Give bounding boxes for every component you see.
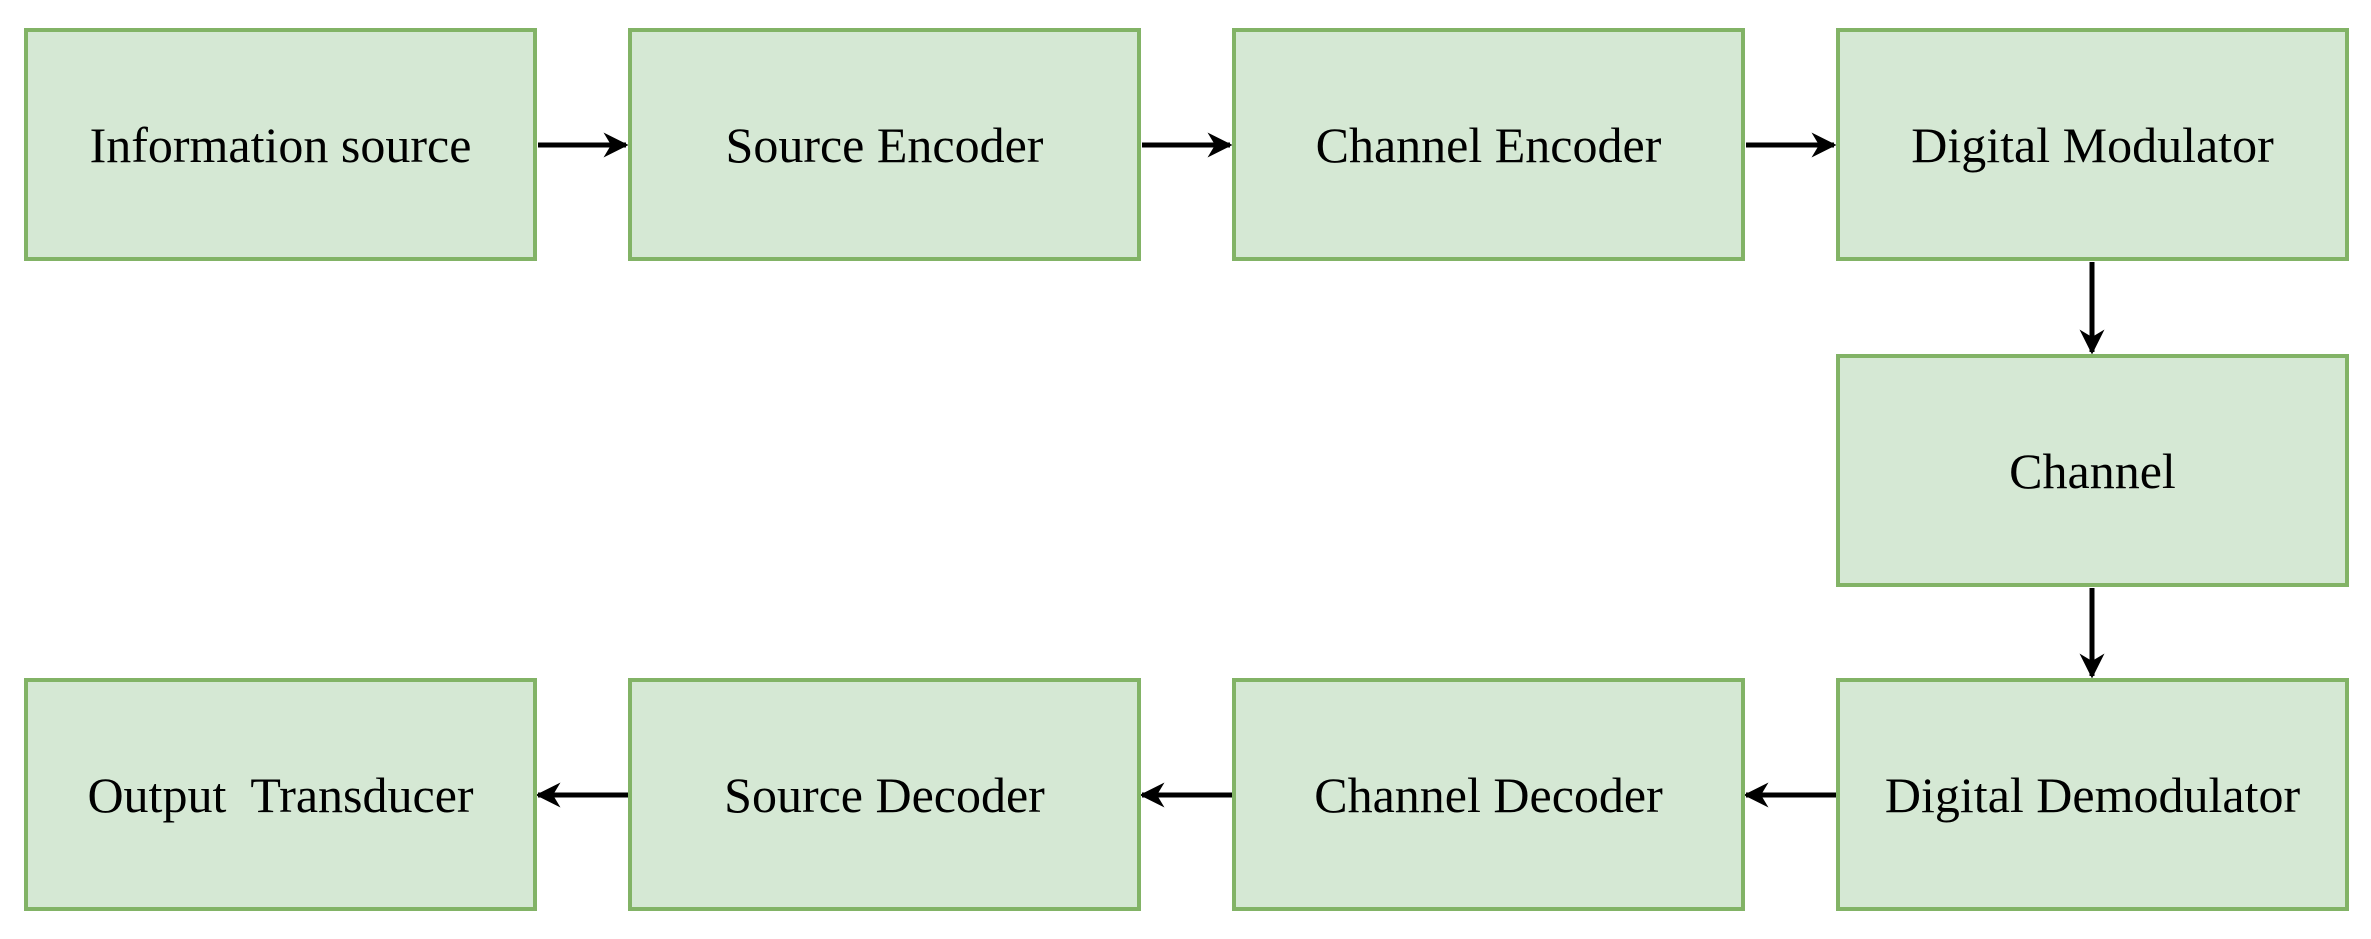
source-decoder-block: Source Decoder: [628, 678, 1141, 911]
channel-label: Channel: [2009, 442, 2176, 499]
channel-block: Channel: [1836, 354, 2349, 587]
information-source-block: Information source: [24, 28, 537, 261]
source-encoder-block: Source Encoder: [628, 28, 1141, 261]
digital-modulator-block: Digital Modulator: [1836, 28, 2349, 261]
output-transducer-label: Output Transducer: [87, 766, 474, 823]
channel-decoder-block: Channel Decoder: [1232, 678, 1745, 911]
source-encoder-label: Source Encoder: [725, 116, 1044, 173]
source-decoder-label: Source Decoder: [724, 766, 1045, 823]
digital-demodulator-label: Digital Demodulator: [1884, 766, 2301, 823]
digital-modulator-label: Digital Modulator: [1911, 116, 2274, 173]
channel-encoder-label: Channel Encoder: [1315, 116, 1662, 173]
output-transducer-block: Output Transducer: [24, 678, 537, 911]
digital-demodulator-block: Digital Demodulator: [1836, 678, 2349, 911]
information-source-label: Information source: [89, 116, 472, 173]
channel-encoder-block: Channel Encoder: [1232, 28, 1745, 261]
channel-decoder-label: Channel Decoder: [1314, 766, 1663, 823]
